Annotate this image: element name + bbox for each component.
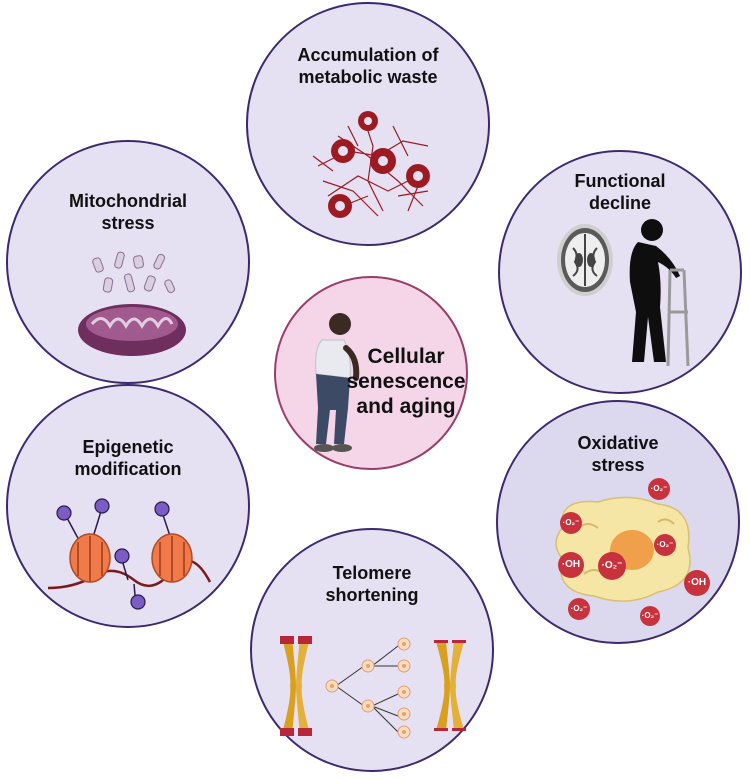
chromosome-short-icon xyxy=(434,640,466,731)
mitochondrial-stress-title: Mitochondrial stress xyxy=(69,191,187,233)
metabolic-waste-title: Accumulation of metabolic waste xyxy=(297,45,439,87)
amyloid-plaques-icon xyxy=(312,111,430,218)
mitochondrion-icon xyxy=(78,251,186,356)
cellular-senescence-circle: Cellular senescence and aging xyxy=(274,276,468,470)
ros-superoxide-4: ·O₂⁻ xyxy=(654,534,676,556)
cellular-senescence-title: Cellular senescence and aging xyxy=(346,345,466,418)
chromosome-long-icon xyxy=(280,636,312,736)
elderly-person-icon xyxy=(314,313,360,452)
telomere-shortening-circle: Telomere shortening xyxy=(250,528,494,772)
ros-superoxide-5: ·O₂⁻ xyxy=(568,598,590,620)
ros-superoxide-6: ·O₂⁻ xyxy=(640,606,660,626)
brain-scan-icon xyxy=(557,224,613,296)
mitochondrial-stress-circle: Mitochondrial stress xyxy=(6,140,250,384)
ros-superoxide-1: ·O₂⁻ xyxy=(648,478,670,500)
oxidative-stress-title: Oxidative stress xyxy=(577,433,659,475)
epigenetic-modification-title: Epigenetic modification xyxy=(74,437,182,479)
ros-superoxide-3: ·O₂⁻ xyxy=(598,552,626,580)
telomere-shortening-title: Telomere shortening xyxy=(325,563,419,605)
nucleosome-dna-icon xyxy=(47,498,212,610)
ros-hydroxyl-left: ·OH xyxy=(558,552,584,578)
ros-superoxide-2: ·O₂⁻ xyxy=(560,512,582,534)
oxidative-stress-circle: Oxidative stress ·OH ·OH ·O₂⁻ ·O₂⁻ ·O₂⁻ … xyxy=(496,400,740,644)
functional-decline-title: Functional decline xyxy=(574,171,666,213)
epigenetic-modification-circle: Epigenetic modification xyxy=(6,384,250,628)
functional-decline-circle: Functional decline xyxy=(498,150,742,394)
ros-hydroxyl-right: ·OH xyxy=(684,570,710,596)
cell-division-icon xyxy=(325,637,411,739)
elderly-walker-icon xyxy=(629,219,690,367)
metabolic-waste-circle: Accumulation of metabolic waste xyxy=(246,2,490,246)
